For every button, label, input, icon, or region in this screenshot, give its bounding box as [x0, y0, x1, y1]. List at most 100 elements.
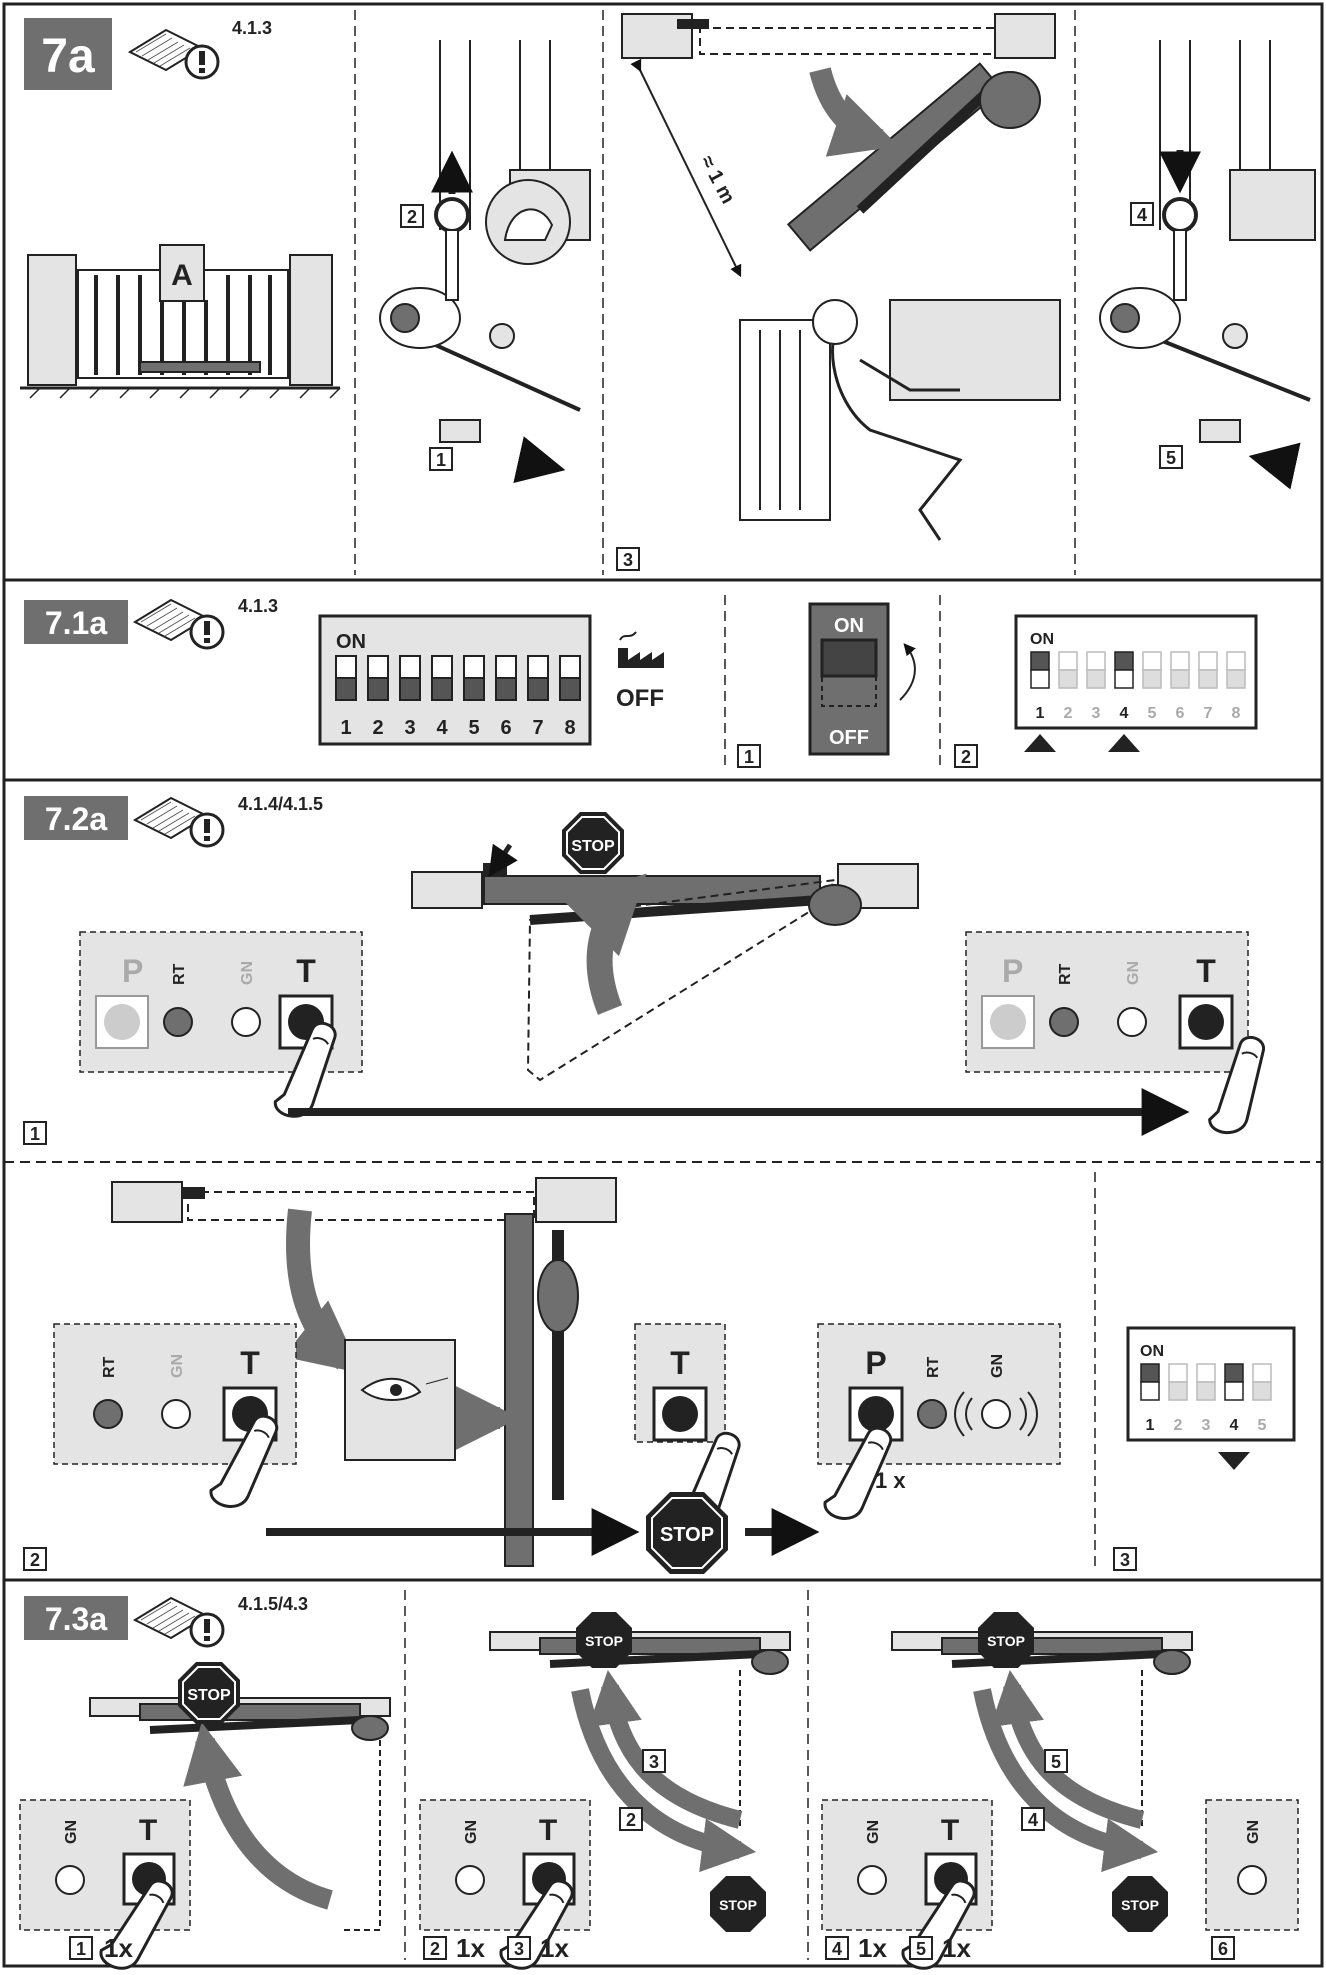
dip-number: 5	[1258, 1417, 1267, 1434]
dip-on-label: ON	[336, 631, 366, 653]
step-number: 2	[626, 1810, 636, 1830]
stop-sign-icon	[978, 1612, 1034, 1668]
section-7-1a: 7.1a 4.1.3 ON 1 2 3 4 5 6 7 8 OFF ON OFF	[24, 596, 1258, 768]
dip-switch-top	[1058, 651, 1078, 671]
led-red-icon	[93, 1399, 123, 1429]
section-badge	[24, 796, 128, 840]
pointer-up-icon	[1024, 734, 1056, 752]
manual-reference: 4.1.3	[238, 596, 278, 616]
step-number: 4	[832, 1939, 842, 1959]
step-box	[1159, 445, 1183, 469]
led-rt-label: RT	[101, 1356, 118, 1378]
section-badge	[24, 600, 128, 644]
dip-number: 7	[1204, 705, 1213, 722]
dip-switches-set	[1030, 651, 1246, 689]
button-p-cap	[104, 1004, 140, 1040]
dip-number: 1	[1036, 705, 1045, 722]
led-gn-label: GN	[463, 1820, 480, 1844]
step-box	[909, 1936, 933, 1960]
stop-label: STOP	[987, 1633, 1025, 1649]
dip-number: 1	[1146, 1417, 1155, 1434]
dip-switch-bottom	[1058, 669, 1078, 689]
stop-sign-icon	[1112, 1876, 1168, 1932]
dip-number: 5	[1148, 705, 1157, 722]
button-p-cap	[990, 1004, 1026, 1040]
section-badge	[24, 18, 112, 90]
led-green-icon	[1237, 1865, 1267, 1895]
button-p-label: P	[865, 1345, 886, 1381]
button-p-label: P	[1002, 953, 1023, 989]
section-badge-label: 7.2a	[45, 801, 107, 837]
led-gn-label: GN	[865, 1820, 882, 1844]
dip-switch-bottom	[1198, 669, 1218, 689]
dip-on-label: ON	[1140, 1343, 1164, 1360]
dip-switch-top	[1086, 651, 1106, 671]
press-count-label: 1x	[540, 1933, 569, 1963]
dip-switch-bottom	[1030, 669, 1050, 689]
step-number: 4	[1028, 1810, 1038, 1830]
dip-switch-bottom	[431, 677, 453, 701]
dip-switch-top	[495, 655, 517, 679]
gate-illustration	[20, 244, 340, 390]
power-switch	[808, 602, 890, 756]
step-box	[642, 1749, 666, 1773]
stop-label: STOP	[719, 1897, 757, 1913]
dip-switch-bottom	[1252, 1381, 1272, 1401]
button-p-cap	[858, 1396, 894, 1432]
dip-switch-bottom	[559, 677, 581, 701]
press-count-label: 1x	[104, 1933, 133, 1963]
dip-number: 5	[468, 717, 479, 739]
button-t-label: T	[670, 1345, 690, 1381]
step-number: 2	[30, 1550, 40, 1570]
dip-number: 8	[1232, 705, 1241, 722]
step-number: 2	[961, 747, 971, 767]
step-box	[954, 744, 978, 768]
dip-switch-bottom	[1224, 1381, 1244, 1401]
step-number: 5	[1051, 1752, 1061, 1772]
section-badge-label: 7a	[41, 30, 95, 83]
manual-reference: 4.1.3	[232, 18, 272, 38]
dip-switch-top	[559, 655, 581, 679]
step-box	[616, 547, 640, 571]
manual-warning-icon	[128, 28, 220, 80]
dip-switch-top	[335, 655, 357, 679]
step-box	[619, 1807, 643, 1831]
dip-numbers: 1 2 3 4 5 6 7 8	[1036, 705, 1241, 722]
dip-switch-top	[1142, 651, 1162, 671]
dip-number: 6	[1176, 705, 1185, 722]
section-badge	[24, 1596, 128, 1640]
stop-sign-icon	[178, 1662, 240, 1724]
step-number: 3	[623, 550, 633, 570]
dip-switch-top	[367, 655, 389, 679]
button-t-cap	[1188, 1004, 1224, 1040]
stop-sign-icon	[576, 1612, 632, 1668]
gate-arm-closing	[411, 863, 919, 1082]
step-box	[423, 1936, 447, 1960]
step-box	[429, 447, 453, 471]
step-number: 4	[1137, 205, 1147, 225]
button-t-label: T	[1196, 953, 1216, 989]
dip-switch-bottom	[1196, 1381, 1216, 1401]
step-box	[1130, 202, 1154, 226]
step-number: 3	[649, 1752, 659, 1772]
dip-switch-bottom	[1086, 669, 1106, 689]
manual-warning-icon	[133, 598, 225, 650]
button-p-label: P	[122, 953, 143, 989]
dip-switch-top	[1196, 1363, 1216, 1383]
led-gn-label: GN	[169, 1354, 186, 1378]
button-t-label: T	[539, 1814, 557, 1847]
step-number: 1	[744, 747, 754, 767]
led-gn-label: GN	[239, 961, 256, 985]
dip-switch-top	[1168, 1363, 1188, 1383]
dip-switch-bottom	[1140, 1381, 1160, 1401]
button-t-label: T	[941, 1814, 959, 1847]
step-box	[1044, 1749, 1068, 1773]
step-box	[1113, 1547, 1137, 1571]
dip-numbers: 1 2 3 4 5	[1146, 1417, 1267, 1434]
pointer-up-icon	[1108, 734, 1140, 752]
gate-label: A	[171, 259, 193, 292]
led-green-icon	[55, 1865, 85, 1895]
led-rt-label: RT	[171, 963, 188, 985]
manual-open-panel	[621, 13, 1061, 541]
